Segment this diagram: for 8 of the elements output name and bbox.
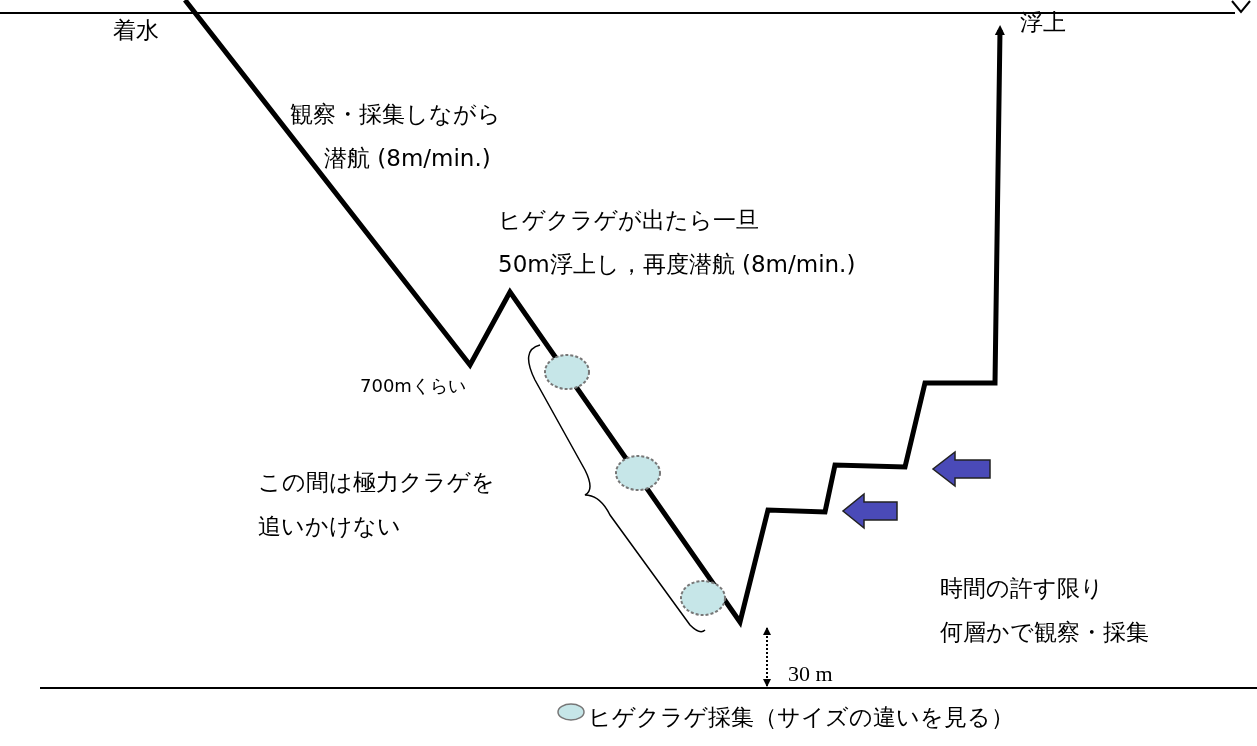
note-text: この間は極力クラゲを追いかけない <box>258 468 495 541</box>
place-label: 着水 <box>113 16 159 45</box>
note-text: 観察・採集しながら潜航 (8m/min.) <box>290 100 501 173</box>
note-text: ヒゲクラゲが出たら一旦50m浮上し，再度潜航 (8m/min.) <box>498 206 856 279</box>
dimension-label: 30 m <box>788 660 833 688</box>
legend-text: ヒゲクラゲ採集（サイズの違いを見る） <box>588 703 1014 732</box>
note-text: 時間の許す限り何層かで観察・採集 <box>940 574 1149 647</box>
depth-label: 700mくらい <box>360 374 466 398</box>
